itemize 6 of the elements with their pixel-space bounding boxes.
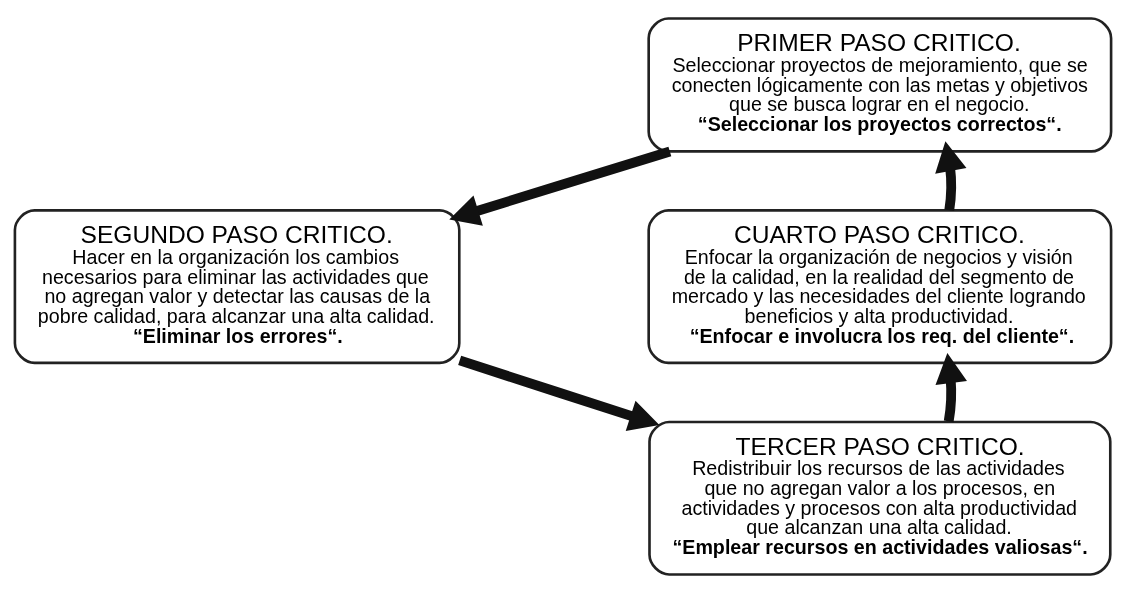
node-box: SEGUNDO PASO CRITICO. Hacer en la organización los cambios necesarios para eliminar las actividades que no agregan valor y detectar las causas de la pobre calidad, para alcanzar una alta calidad. “Eliminar los errores“. <box>13 209 461 365</box>
arrow <box>458 355 660 431</box>
node-box: TERCER PASO CRITICO. Redistribuir los recursos de las actividades que no agregan valor a los procesos, en actividades y procesos con alta productividad que alcanzan una alta calidad. “Emplear recursos en actividades valiosas“. <box>648 420 1112 576</box>
node-box: CUARTO PASO CRITICO. Enfocar la organización de negocios y visión de la calidad, en la realidad del segmento de mercado y las necesidades del cliente logrando beneficios y alta productividad. “Enfocar e involucra los req. del cliente“. <box>647 209 1113 365</box>
node-box: PRIMER PASO CRITICO. Seleccionar proyectos de mejoramiento, que se conecten lógicamente con las metas y objetivos que se busca lograr en el negocio. “Seleccionar los proyectos correctos“. <box>647 17 1113 153</box>
arrow <box>449 146 672 226</box>
